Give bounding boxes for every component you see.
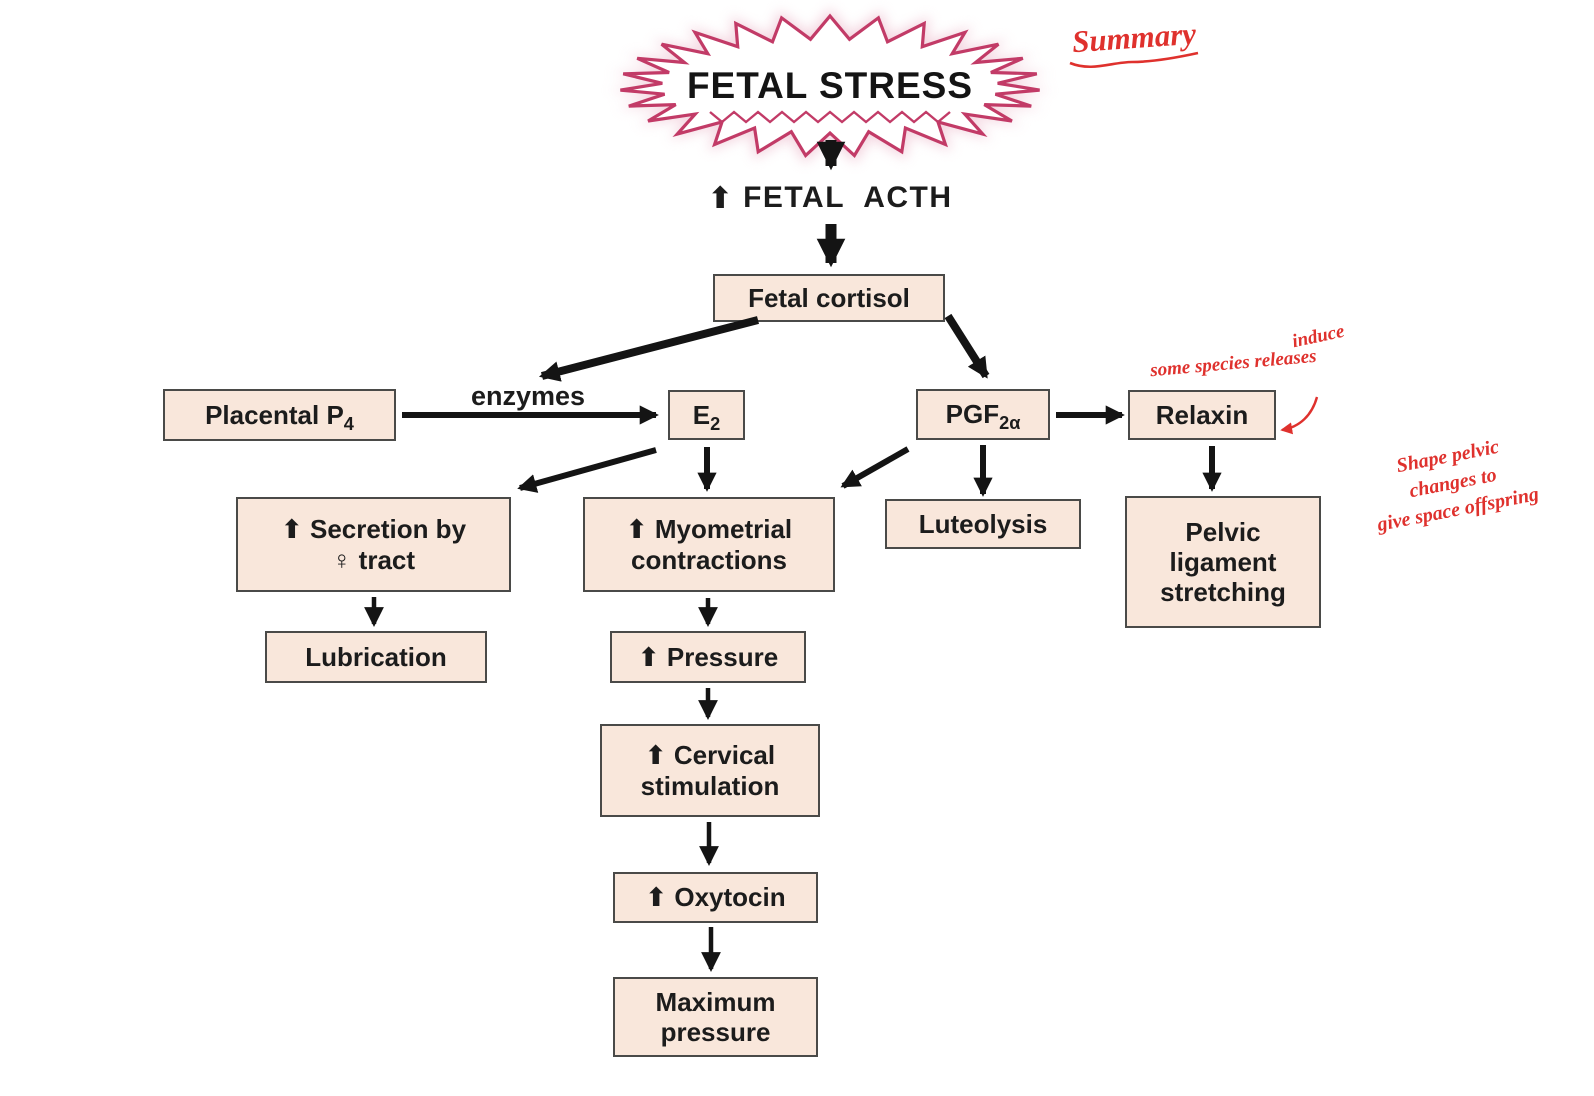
fetal-stress-starburst bbox=[608, 8, 1052, 164]
label-main: PGF bbox=[945, 399, 1000, 430]
fetal-acth-label: ⬆ FETAL ACTH bbox=[650, 174, 1010, 222]
label-main: Placental P bbox=[205, 399, 344, 430]
node-myometrial-line2: contractions bbox=[630, 544, 788, 575]
node-maximum-line2: pressure bbox=[660, 1017, 771, 1047]
node-placental-p4-label: Placental P4 bbox=[205, 399, 354, 433]
enzymes-label: enzymes bbox=[470, 380, 586, 411]
node-e2: E2 bbox=[668, 390, 745, 440]
arrow-e2-to-secretion bbox=[517, 447, 657, 493]
label-subscript: 4 bbox=[343, 414, 354, 435]
fetal-acth-text: FETAL ACTH bbox=[743, 181, 953, 214]
node-oxytocin-label: ⬆ Oxytocin bbox=[645, 882, 786, 913]
fetal-stress-title: FETAL STRESS bbox=[686, 65, 974, 106]
node-luteolysis: Luteolysis bbox=[885, 499, 1081, 549]
handwritten-some-species-note: some species releases bbox=[1149, 345, 1318, 382]
node-cervical-line2: stimulation bbox=[640, 770, 780, 801]
node-secretion-by-tract: ⬆ Secretion by ♀ tract bbox=[236, 497, 511, 592]
node-pressure: ⬆ Pressure bbox=[610, 631, 806, 683]
node-oxytocin: ⬆ Oxytocin bbox=[613, 872, 818, 923]
handwritten-pelvic-note: Shape pelvic changes to give space offsp… bbox=[1325, 420, 1582, 546]
node-myometrial-contractions: ⬆ Myometrial contractions bbox=[583, 497, 835, 592]
node-fetal-cortisol-label: Fetal cortisol bbox=[748, 282, 910, 313]
node-pgf2a-label: PGF2α bbox=[945, 399, 1021, 432]
up-arrow-icon: ⬆ bbox=[707, 181, 735, 215]
node-placental-p4: Placental P4 bbox=[163, 389, 396, 441]
node-pelvic-line2: ligament bbox=[1169, 546, 1277, 577]
handwritten-summary-note: Summary bbox=[1070, 15, 1198, 60]
label-subscript: 2α bbox=[999, 413, 1021, 434]
node-pelvic-line3: stretching bbox=[1160, 577, 1286, 608]
starburst-zigzag-line bbox=[709, 110, 951, 124]
node-maximum-line1: Maximum bbox=[655, 986, 776, 1017]
node-relaxin-label: Relaxin bbox=[1155, 399, 1249, 430]
node-secretion-line1: ⬆ Secretion by bbox=[280, 514, 467, 545]
node-myometrial-line1: ⬆ Myometrial bbox=[625, 514, 793, 545]
label-subscript: 2 bbox=[710, 414, 721, 435]
node-cervical-line1: ⬆ Cervical bbox=[644, 740, 776, 771]
node-pelvic-ligament-stretching: Pelvic ligament stretching bbox=[1125, 496, 1321, 628]
node-pgf2a: PGF2α bbox=[916, 389, 1050, 440]
node-cervical-stimulation: ⬆ Cervical stimulation bbox=[600, 724, 820, 817]
arrow-pgf2a-to-myometrial bbox=[840, 446, 910, 489]
node-lubrication-label: Lubrication bbox=[305, 641, 447, 672]
node-relaxin: Relaxin bbox=[1128, 390, 1276, 440]
node-secretion-line2: ♀ tract bbox=[331, 544, 416, 575]
node-maximum-pressure: Maximum pressure bbox=[613, 977, 818, 1057]
arrow-cortisol-to-enzymes bbox=[538, 316, 760, 382]
node-e2-label: E2 bbox=[692, 399, 720, 433]
arrow-cortisol-to-pgf2a bbox=[944, 313, 990, 379]
node-pelvic-line1: Pelvic bbox=[1185, 516, 1261, 547]
label-main: E bbox=[692, 399, 711, 430]
node-luteolysis-label: Luteolysis bbox=[918, 508, 1048, 539]
node-pressure-label: ⬆ Pressure bbox=[637, 641, 779, 672]
node-fetal-cortisol: Fetal cortisol bbox=[713, 274, 945, 322]
annotation-arrow-to-relaxin bbox=[1280, 396, 1319, 435]
node-lubrication: Lubrication bbox=[265, 631, 487, 683]
